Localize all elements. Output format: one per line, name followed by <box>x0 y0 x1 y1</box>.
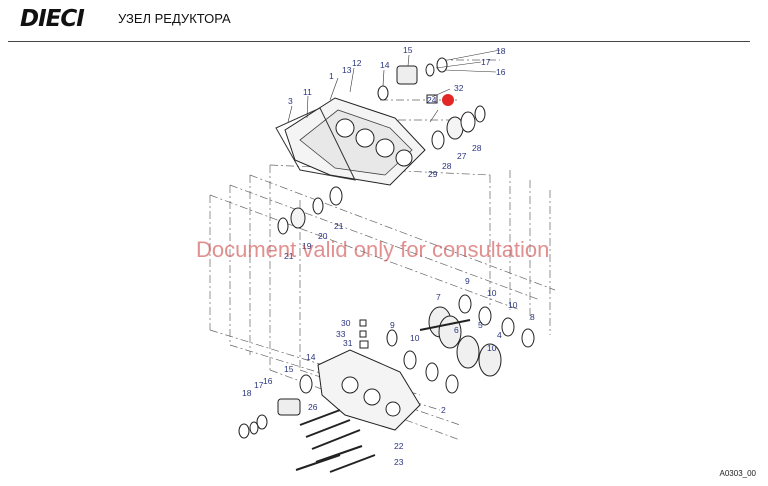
header: DIECI УЗЕЛ РЕДУКТОРА <box>0 0 768 42</box>
callout: 28 <box>472 143 482 153</box>
highlight-marker <box>442 94 454 106</box>
callout: 5 <box>478 320 483 330</box>
callout: 32 <box>454 83 464 93</box>
callout: 10 <box>508 300 518 310</box>
small-parts <box>359 319 369 349</box>
callout: 9 <box>465 276 470 286</box>
callout: 18 <box>242 388 252 398</box>
callout: 13 <box>342 65 352 75</box>
callout: 14 <box>306 352 316 362</box>
callout: 20 <box>318 231 328 241</box>
callout: 14 <box>380 60 390 70</box>
callout: 30 <box>341 318 351 328</box>
callout: 15 <box>284 364 294 374</box>
callout: 26 <box>308 402 318 412</box>
leader-lines <box>287 49 501 123</box>
callout: 33 <box>336 329 346 339</box>
callout: 16 <box>263 376 273 386</box>
callout: 31 <box>343 338 353 348</box>
upper-housing <box>284 97 426 186</box>
callout: 10 <box>487 288 497 298</box>
gasket <box>275 107 356 181</box>
callout: 17 <box>254 380 264 390</box>
callout: 10 <box>487 343 497 353</box>
callout: 10 <box>410 333 420 343</box>
consultation-watermark: Document valid only for consultation <box>196 237 550 262</box>
callout: 4 <box>497 330 502 340</box>
dieci-logo: DIECI <box>20 6 85 32</box>
callout: 23 <box>394 457 404 467</box>
callout: 16 <box>496 67 506 77</box>
callout: 6 <box>454 325 459 335</box>
callout: 29 <box>428 169 438 179</box>
callout: 8 <box>530 312 535 322</box>
callout: 21 <box>334 221 344 231</box>
drawing-code: A0303_00 <box>719 469 756 478</box>
callout: 1 <box>329 71 334 81</box>
callout: 24 <box>427 95 437 105</box>
page-title: УЗЕЛ РЕДУКТОРА <box>118 11 231 26</box>
gear-train <box>386 294 535 394</box>
callout: 2 <box>441 405 446 415</box>
callout: 9 <box>390 320 395 330</box>
callout: 12 <box>352 58 362 68</box>
callout: 27 <box>457 151 467 161</box>
header-divider <box>8 41 750 42</box>
callout: 22 <box>394 441 404 451</box>
lower-housing <box>317 349 421 431</box>
callout: 11 <box>303 87 312 97</box>
callout: 18 <box>496 46 506 56</box>
bolts <box>295 409 376 473</box>
callout: 21 <box>284 251 294 261</box>
seals-and-bearings <box>277 186 343 235</box>
callout: 7 <box>436 292 441 302</box>
callout: 17 <box>481 57 491 67</box>
callout: 28 <box>442 161 452 171</box>
upper-right-parts <box>377 57 486 150</box>
callout: 3 <box>288 96 293 106</box>
lower-left-parts <box>238 374 313 439</box>
callout: 19 <box>302 241 312 251</box>
callout-labels: 1 2 3 4 5 6 7 8 9 9 10 10 10 10 11 12 13… <box>242 45 535 467</box>
callout: 15 <box>403 45 413 55</box>
